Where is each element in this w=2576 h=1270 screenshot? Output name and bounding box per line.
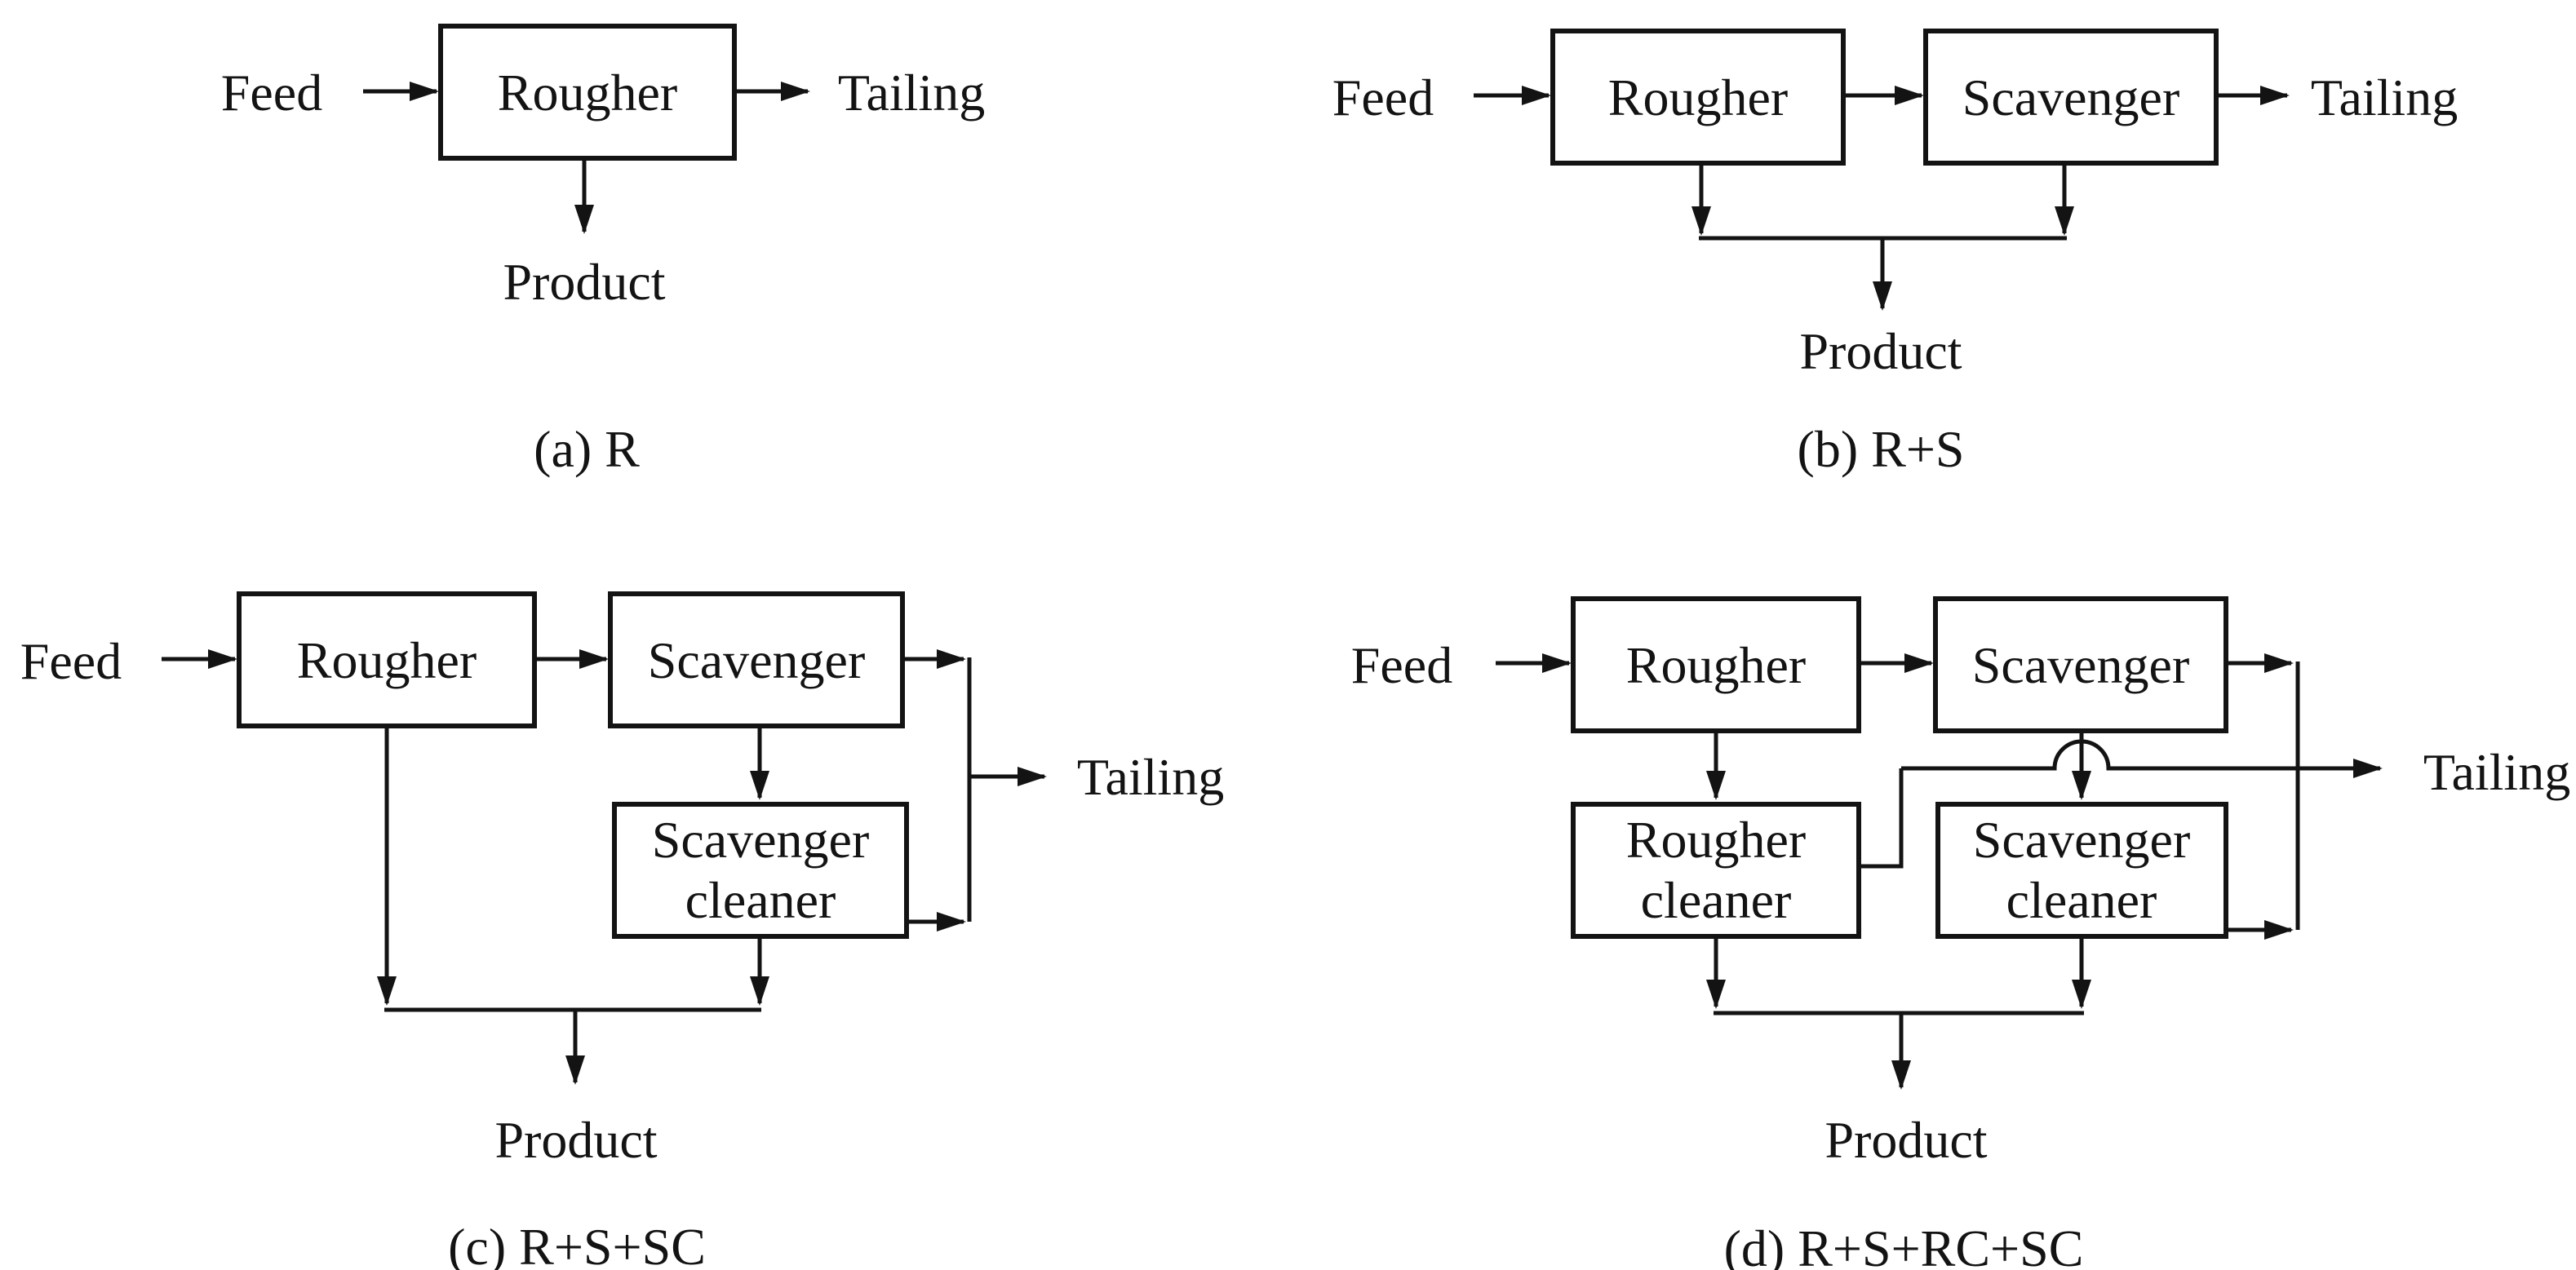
scavenger-label: Scavenger xyxy=(1972,636,2190,694)
rougher-box xyxy=(237,591,537,728)
feed-label: Feed xyxy=(20,632,122,690)
scavenger-label: Scavenger xyxy=(1962,69,2180,126)
product-label: Product xyxy=(1799,322,1962,380)
caption-c: (c) R+S+SC xyxy=(448,1218,706,1270)
panel-a: Feed Rougher Tailing Product (a) R xyxy=(221,24,985,478)
scavenger-cleaner-label-line2: cleaner xyxy=(2006,871,2157,929)
feed-label: Feed xyxy=(1332,69,1434,126)
tailing-label: Tailing xyxy=(1077,748,1224,806)
scavenger-label: Scavenger xyxy=(648,631,866,689)
scavenger-cleaner-label-line2: cleaner xyxy=(685,871,836,929)
panel-d: Feed Rougher Scavenger Rougher cleaner S… xyxy=(1351,596,2570,1270)
product-label: Product xyxy=(1824,1111,1987,1169)
rougher-label: Rougher xyxy=(1626,636,1806,694)
rougher-cleaner-box xyxy=(1571,802,1861,939)
rougher-label: Rougher xyxy=(1608,69,1788,126)
rougher-cleaner-label-line2: cleaner xyxy=(1641,871,1792,929)
panel-c: Feed Rougher Scavenger Tailing Scavenger… xyxy=(20,591,1224,1270)
panel-b: Feed Rougher Scavenger Tailing Product (… xyxy=(1332,29,2458,478)
rougher-cleaner-label-line1: Rougher xyxy=(1626,811,1806,869)
scavenger-cleaner-box xyxy=(612,802,909,939)
scavenger-cleaner-label-line1: Scavenger xyxy=(652,811,870,869)
rougher-box xyxy=(1550,29,1846,166)
scavenger-box xyxy=(1923,29,2219,166)
tailing-label: Tailing xyxy=(2423,743,2570,801)
feed-label: Feed xyxy=(221,64,322,122)
product-label: Product xyxy=(494,1111,657,1169)
tailing-label: Tailing xyxy=(2311,69,2458,126)
product-label: Product xyxy=(503,253,665,311)
caption-d: (d) R+S+RC+SC xyxy=(1724,1219,2084,1270)
tailing-arrow-with-crossover-bridge xyxy=(1901,739,2383,778)
rougher-cleaner-tailing-riser xyxy=(1859,768,1904,869)
rougher-label: Rougher xyxy=(297,631,477,689)
feed-label: Feed xyxy=(1351,636,1452,694)
caption-b: (b) R+S xyxy=(1798,420,1965,478)
caption-a: (a) R xyxy=(534,420,640,478)
scavenger-box xyxy=(608,591,905,728)
tailing-label: Tailing xyxy=(838,64,985,122)
scavenger-cleaner-label-line1: Scavenger xyxy=(1973,811,2191,869)
rougher-label: Rougher xyxy=(498,64,677,122)
